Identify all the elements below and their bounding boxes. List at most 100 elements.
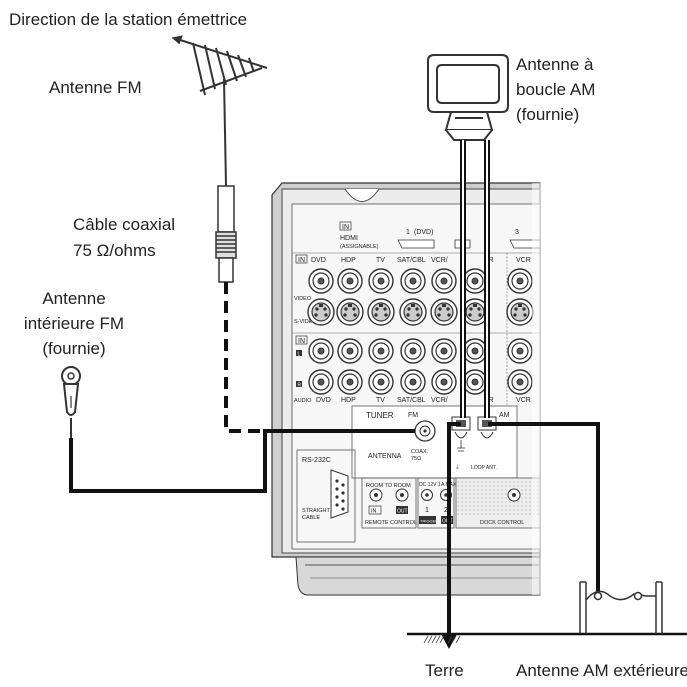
video-row-label: VIDEO [294,296,312,302]
am-loop-wires [460,140,490,418]
indoor-antenna-label-1: Antenne [42,289,106,308]
am-outdoor-label: Antenne AM extérieure [516,661,687,680]
am-outdoor-wire [488,422,600,595]
ground-symbol-label: ⏚ [455,464,460,471]
coax-cable-label-2: 75 Ω/ohms [73,241,156,260]
audio-left-jack [507,338,533,364]
fm-antenna-icon [171,35,268,187]
audio-right-jack [462,369,488,395]
s-video-jack [307,298,335,326]
col-satcbl-label: SAT/CBL [397,257,426,264]
indoor-antenna-label-3: (fournie) [42,339,106,358]
audio-left-jack [337,338,363,364]
hdmi-port-1-number: 1 [406,229,410,236]
dc12v-label: DC 12V 1 [419,482,441,488]
fm-label: FM [408,412,418,419]
ground-wire [447,422,461,634]
audio-right-jack [308,369,334,395]
col-hdp-label-bottom: HDP [341,397,356,404]
antenna-label: ANTENNA [368,453,402,460]
coax-cable-label-1: Câble coaxial [73,215,176,234]
hdmi-label: HDMI [340,235,358,242]
coax-cable-dashed [224,282,275,433]
s-video-jack [506,298,534,326]
video-jack [431,268,457,294]
coax-label: COAX. [411,449,429,455]
audio-left-jack [308,338,334,364]
audio-right-jack [507,369,533,395]
trigger-1-label: 1 [425,507,429,514]
video-jack [337,268,363,294]
straight-cable-label-2: CABLE [302,515,320,521]
straight-cable-label-1: STRAIGHT [302,508,330,514]
video-jack [368,268,394,294]
indoor-antenna-label-2: intérieure FM [23,314,125,333]
col-tv-label-bottom: TV [376,397,385,404]
ground-label: Terre [425,661,464,680]
video-in-badge: IN [298,257,305,264]
dock-control-label: DOCK CONTROL [480,520,524,526]
rs232c-label: RS-232C [302,457,331,464]
audio-in-badge: IN [298,338,305,345]
audio-left-mark: L [298,352,301,358]
col-dvd-label: DVD [311,257,326,264]
rs232c-port [330,469,349,519]
audio-row-label: AUDIO [294,398,312,404]
col-tv-label: TV [376,257,385,264]
audio-right-jack [368,369,394,395]
indoor-fm-antenna-icon [61,366,81,438]
coax-connector-icon [215,185,237,283]
tuner-label: TUNER [366,411,394,420]
am-loop-label-2: boucle AM [516,80,596,99]
hdmi-assignable: (ASSIGNABLE) [340,244,379,250]
indoor-antenna-cable [69,429,275,493]
ohm-label: 75Ω [411,456,421,462]
room-to-room-label: ROOM TO ROOM [366,483,411,489]
room-out-badge: OUT [397,509,408,515]
loop-ant-label: LOOP ANT. [471,465,497,471]
video-jack [462,268,488,294]
col-vcr1-label: VCR/ [431,257,448,264]
s-video-jack [336,298,364,326]
fm-antenna-label: Antenne FM [49,78,142,97]
ground-surface [407,632,687,644]
am-label: AM [499,412,510,419]
col-dvd-label-bottom: DVD [316,397,331,404]
video-jack [507,268,533,294]
audio-left-jack [462,338,488,364]
s-video-jack [430,298,458,326]
video-jack [308,268,334,294]
hdmi-port-1-label: (DVD) [414,229,433,236]
audio-left-jack [368,338,394,364]
audio-right-jack [431,369,457,395]
am-loop-label-1: Antenne à [516,55,594,74]
video-jack [400,268,426,294]
room-in-badge: IN [371,509,377,515]
hdmi-port-1 [397,239,435,249]
hdmi-port-3-number: 3 [515,229,519,236]
s-video-jack [461,298,489,326]
am-loop-label-3: (fournie) [516,105,580,124]
s-video-jack [367,298,395,326]
trigger-2-label: 2 [444,507,448,514]
hdmi-in-badge: IN [342,224,349,231]
col-vcr1-label-bottom: VCR/ [431,397,448,404]
av-jack-grid [307,268,534,395]
col-satcbl-label-bottom: SAT/CBL [397,397,426,404]
am-outdoor-antenna-icon [579,581,663,634]
am-loop-antenna-icon [427,54,509,141]
direction-label: Direction de la station émettrice [9,10,248,29]
trigger-label: TRIGGER [420,519,438,524]
s-video-jack [399,298,427,326]
audio-left-jack [431,338,457,364]
remote-control-label: REMOTE CONTROL [365,520,417,526]
audio-right-jack [337,369,363,395]
receiver-rear-panel: IN HDMI (ASSIGNABLE) 1 (DVD) 3 IN DVD HD… [271,182,542,596]
col-vcr-label-bottom: VCR [516,397,531,404]
s-video-row-label: S-VIDEO [294,319,317,325]
audio-right-mark: R [298,383,302,389]
audio-left-jack [400,338,426,364]
col-vcr-label: VCR [516,257,531,264]
col-hdp-label: HDP [341,257,356,264]
